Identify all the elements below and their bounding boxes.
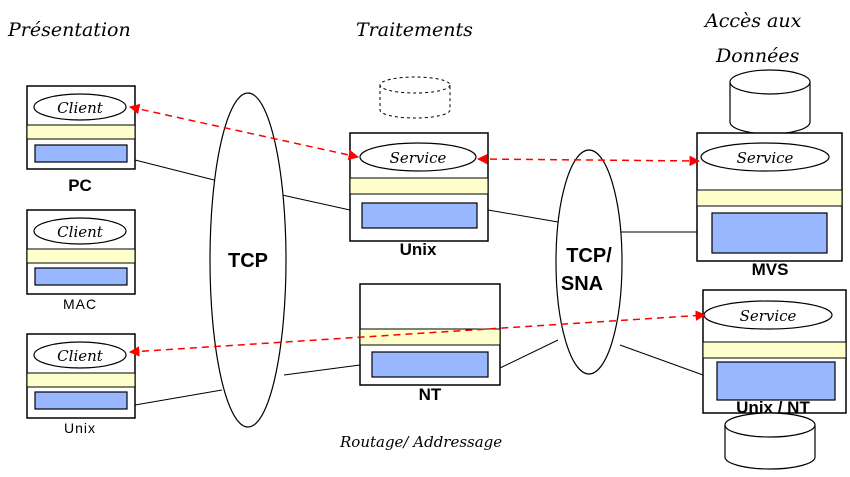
mac-client-label: Client	[57, 223, 104, 241]
pc-label: PC	[68, 176, 92, 195]
mvs-service-label: Service	[737, 149, 794, 167]
tcp-network: TCP	[209, 92, 287, 428]
routing-label: Routage/ Addressage	[339, 433, 502, 451]
unix-nt-node: Service Unix / NT	[702, 289, 847, 417]
dashed-database-icon	[379, 76, 451, 119]
nt-server-node: NT	[359, 283, 501, 404]
pc-client-component	[33, 93, 127, 121]
nt-server-label: NT	[419, 385, 442, 404]
unix-server-screen	[361, 202, 478, 229]
tcp-network-label: TCP	[228, 250, 268, 272]
tcp-sna-label-line2: SNA	[561, 273, 603, 295]
header-presentation: Présentation	[7, 19, 131, 41]
pc-client-label: Client	[57, 99, 104, 117]
unix-nt-label: Unix / NT	[736, 398, 810, 417]
nt-server-screen	[371, 351, 489, 378]
flow-unix-to-mvs-service	[476, 153, 701, 167]
unix-server-service-label: Service	[390, 149, 447, 167]
mvs-node: Service MVS	[696, 132, 843, 279]
request-flows	[128, 103, 707, 357]
unix-nt-screen	[716, 361, 836, 401]
flow-unix-client-to-unix-nt-service	[128, 310, 707, 357]
mac-screen	[34, 267, 128, 286]
mvs-service-component	[700, 142, 830, 172]
unix-client-screen	[34, 391, 128, 410]
flow-pc-to-unix-service	[128, 103, 360, 161]
unix-client-label: Unix	[64, 420, 96, 436]
unix-client-component	[33, 341, 127, 369]
mvs-label: MVS	[752, 260, 789, 279]
unix-nt-service-label: Service	[740, 307, 797, 325]
unix-server-node: Service Unix	[349, 132, 489, 259]
mac-node: Client MAC	[26, 209, 136, 312]
header-processing: Traitements	[356, 19, 473, 41]
unix-client-component-label: Client	[57, 347, 104, 365]
mvs-database-icon	[729, 69, 811, 135]
tcp-sna-label-line1: TCP/	[566, 245, 612, 267]
unix-server-service-component	[359, 142, 477, 172]
header-data-access-line1: Accès aux	[703, 10, 802, 32]
unix-nt-database-icon	[724, 412, 816, 470]
pc-screen	[34, 144, 128, 163]
pc-node: Client PC	[26, 85, 136, 195]
tcp-sna-network: TCP/ SNA	[555, 149, 623, 375]
unix-client-node: Client Unix	[26, 333, 136, 436]
mvs-screen	[711, 212, 828, 254]
mac-client-component	[33, 217, 127, 245]
unix-server-label: Unix	[400, 240, 437, 259]
mac-label: MAC	[63, 296, 97, 312]
header-data-access-line2: Données	[715, 45, 800, 67]
